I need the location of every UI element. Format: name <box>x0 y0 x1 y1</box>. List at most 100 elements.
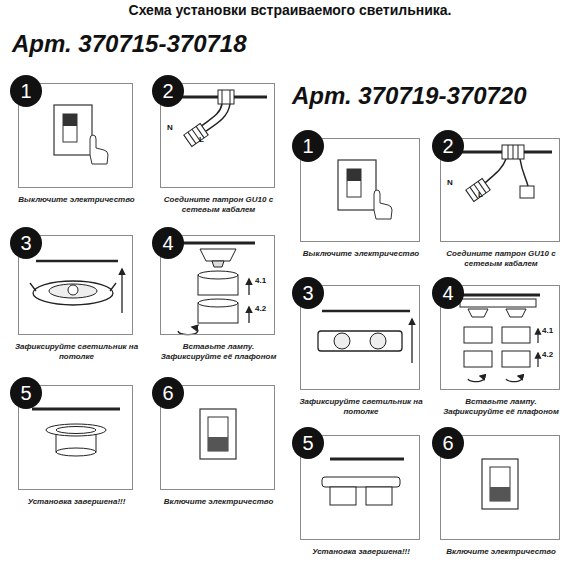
lamp-figure-path <box>506 309 526 317</box>
step-panel: 3Зафиксируйте светильник на потолке <box>300 285 420 390</box>
switch-on-figure-rect <box>208 437 228 451</box>
fixture-figure-path <box>30 283 116 291</box>
step-number: 1 <box>292 130 324 162</box>
fixture-figure-line <box>322 310 410 313</box>
wiring-figure-line <box>448 151 552 154</box>
wiring-figure-path <box>520 159 528 186</box>
step-caption: Установка завершена!!! <box>14 497 139 507</box>
switch-on-figure-rect <box>490 467 510 501</box>
lamp-figure-path <box>506 376 522 382</box>
lamp-figure-path <box>200 249 236 261</box>
switch-off-figure-rect <box>63 114 77 142</box>
step-number: 2 <box>432 130 464 162</box>
fixture-figure-line <box>121 269 122 313</box>
installed-figure-line <box>32 408 120 411</box>
step-panel: 2Соедините патрон GU10 с сетевым кабалем <box>440 138 560 242</box>
lamp-figure-line <box>182 242 255 245</box>
switch-off-figure <box>54 105 108 164</box>
fixture-figure-ellipse <box>49 284 97 298</box>
step-caption: Включите электричество <box>156 497 281 507</box>
step-caption: Выключите электричество <box>14 195 139 205</box>
switch-off-figure-rect <box>54 105 92 155</box>
wiring-figure-g <box>466 179 490 202</box>
lamp-figure-line <box>458 294 540 297</box>
step-caption: Соедините патрон GU10 с сетевым кабалем <box>156 195 281 214</box>
switch-off-figure-path <box>90 135 108 164</box>
wire-label: N <box>447 178 453 187</box>
fixture-figure-line <box>411 319 412 363</box>
step-panel: 4Вставьте лампу. Зафиксируйте её плафоно… <box>440 285 560 390</box>
wiring-figure-line <box>513 145 514 159</box>
wire-label: L <box>478 190 483 199</box>
wiring-figure-g-rect <box>466 179 490 202</box>
step-panel: 1Выключите электричество <box>18 83 133 188</box>
fixture-figure-circle <box>68 285 78 295</box>
fixture-figure <box>318 311 412 363</box>
step-caption: Вставьте лампу. Зафиксируйте её плафоном <box>436 397 566 416</box>
wiring-figure-path <box>484 159 506 184</box>
lamp-figure-path <box>212 261 224 267</box>
installed-figure-rect <box>330 487 356 505</box>
lamp-figure-line <box>537 329 538 343</box>
lamp-figure-line <box>248 307 249 323</box>
lamp-figure-rect <box>502 351 530 367</box>
lamp-figure-rect <box>464 327 492 343</box>
installed-figure-rect <box>322 477 400 487</box>
switch-off-figure <box>338 160 392 219</box>
installed-figure <box>32 409 120 456</box>
wiring-figure-path <box>200 104 222 127</box>
installed-figure-rect <box>366 487 392 505</box>
step-callout: 4.1 <box>255 276 266 285</box>
step-caption: Зафиксируйте светильник на потолке <box>296 397 426 416</box>
lamp-figure-path <box>178 327 198 335</box>
step-panel: 6Включите электричество <box>440 435 560 540</box>
switch-on-figure-rect <box>490 487 510 501</box>
installed-figure-line <box>330 458 404 461</box>
wiring-figure-line <box>222 90 223 104</box>
step-panel: 1Выключите электричество <box>300 138 420 242</box>
wiring-figure-rect <box>502 145 524 159</box>
step-caption: Соедините патрон GU10 с сетевым кабалем <box>436 249 566 268</box>
lamp-figure-rect <box>460 299 536 307</box>
installed-figure-ellipse <box>46 424 106 436</box>
step-panel: 6Включите электричество <box>160 385 275 490</box>
lamp-figure-ellipse <box>198 271 238 279</box>
switch-on-figure-rect <box>200 409 236 459</box>
step-number: 2 <box>152 75 184 107</box>
wiring-figure-line <box>230 90 231 104</box>
installed-figure-ellipse <box>56 448 96 456</box>
article-number: Арт. 370715-370718 <box>12 30 247 58</box>
fixture-figure-circle <box>334 333 350 349</box>
step-callout: 4.1 <box>542 326 553 335</box>
page-title: Схема установки встраиваемого светильник… <box>0 2 580 18</box>
step-number: 6 <box>432 427 464 459</box>
step-number: 5 <box>292 427 324 459</box>
switch-off-figure-rect <box>347 169 361 197</box>
switch-off-figure-rect <box>63 114 77 126</box>
step-number: 5 <box>10 377 42 409</box>
switch-on-figure <box>482 459 518 509</box>
lamp-figure <box>458 295 540 382</box>
wiring-figure-rect <box>520 186 534 198</box>
step-number: 1 <box>10 75 42 107</box>
step-panel: 5Установка завершена!!! <box>300 435 420 540</box>
lamp-figure-ellipse <box>198 299 238 307</box>
lamp-figure-line <box>537 353 538 367</box>
switch-on-figure-rect <box>482 459 518 509</box>
wiring-figure-g-rect <box>184 124 208 147</box>
step-caption: Включите электричество <box>436 547 566 557</box>
step-caption: Выключите электричество <box>296 249 426 259</box>
step-number: 4 <box>152 227 184 259</box>
switch-on-figure-rect <box>208 417 228 451</box>
installed-figure <box>322 459 404 505</box>
step-number: 3 <box>292 277 324 309</box>
step-callout: 4.2 <box>255 304 266 313</box>
step-panel: 4Вставьте лампу. Зафиксируйте её плафоно… <box>160 235 275 335</box>
step-callout: 4.2 <box>542 350 553 359</box>
lamp-figure-path <box>468 376 484 382</box>
switch-on-figure <box>200 409 236 459</box>
wiring-figure-line <box>508 145 509 159</box>
step-panel: 2Соедините патрон GU10 с сетевым кабалем <box>160 83 275 188</box>
wiring-figure-path <box>206 104 230 131</box>
